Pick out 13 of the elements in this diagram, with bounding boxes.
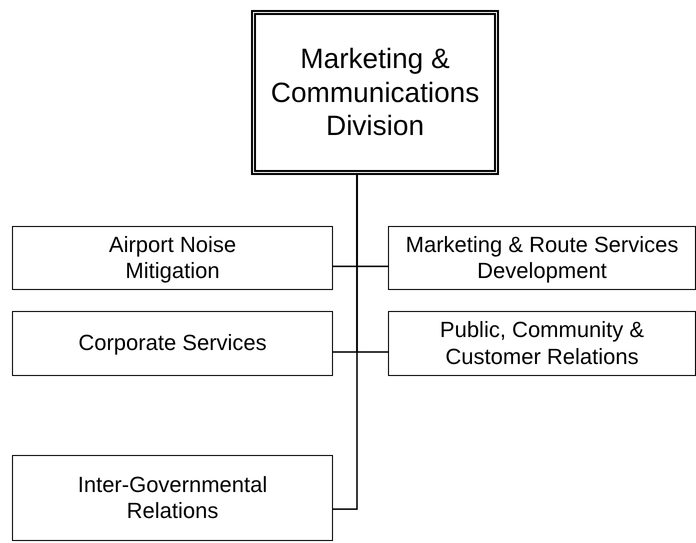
- connector-line: [333, 175, 358, 510]
- unit-name: Marketing & Route Services Development: [404, 232, 680, 284]
- unit-name: Marketing & Communications Division: [270, 42, 480, 143]
- unit-name: Corporate Services: [78, 330, 267, 357]
- unit-name: Inter-Governmental Relations: [76, 472, 268, 524]
- division-box: [251, 10, 499, 175]
- unit-name: Public, Community & Customer Relations: [438, 317, 646, 370]
- department-box: [12, 455, 333, 541]
- unit-name: Airport Noise Mitigation: [108, 232, 238, 284]
- department-box: [388, 226, 696, 290]
- department-box: [12, 226, 333, 290]
- department-box: [388, 311, 696, 376]
- department-box: [12, 311, 333, 376]
